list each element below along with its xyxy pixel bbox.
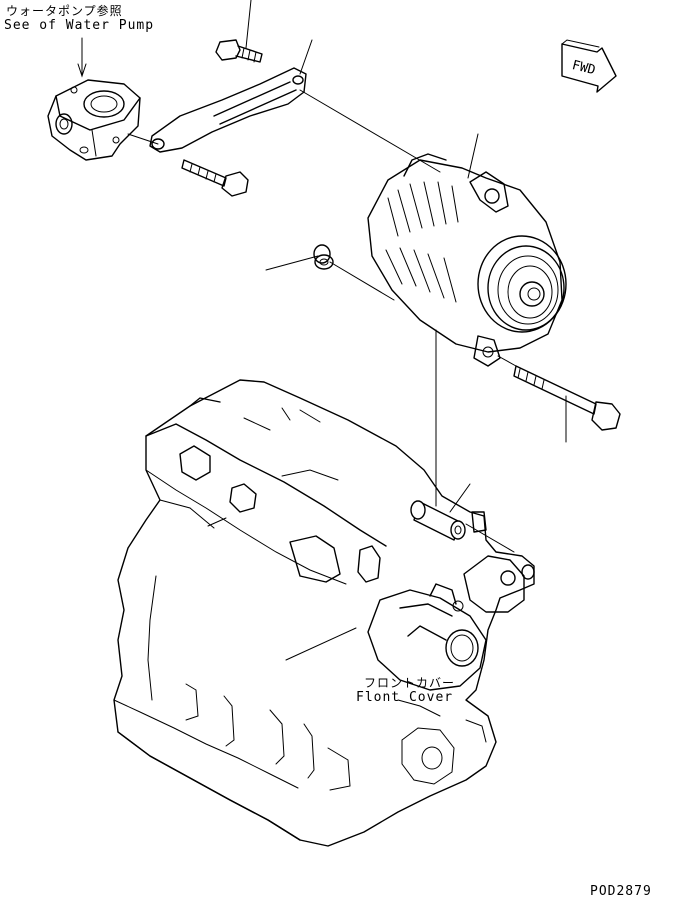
water-pump-reference-en: See of Water Pump [4,18,155,33]
washer [313,244,334,270]
spacer-collar [410,500,466,541]
drawing-code: POD2879 [590,884,652,899]
front-cover-label-en: Flont Cover [356,690,454,705]
engine-block [113,379,535,847]
fwd-arrow-label: FWD [570,58,597,78]
leader-lines [77,0,567,661]
alternator [367,153,567,367]
water-pump-reference-jp: ウォータポンプ参照 [6,4,123,18]
fwd-arrow-icon: FWD [561,39,617,93]
water-pump-housing [47,79,141,161]
bolt-long-lower [513,365,621,431]
adjusting-bracket [149,67,307,153]
bolt-bracket [181,159,249,197]
bolt-upper [215,39,263,63]
